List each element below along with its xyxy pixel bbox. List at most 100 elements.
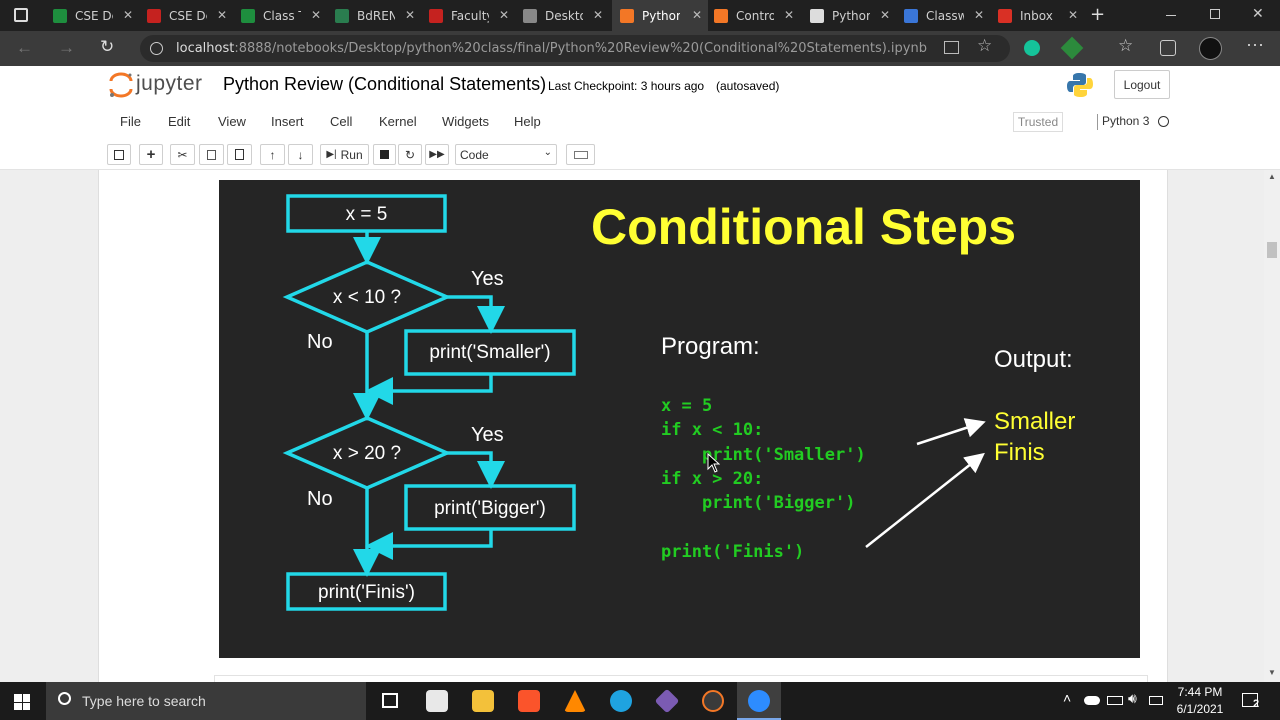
scroll-thumb[interactable] xyxy=(1267,242,1277,258)
tab-actions-icon[interactable] xyxy=(14,8,28,22)
menu-file[interactable]: File xyxy=(120,114,141,129)
run-button[interactable]: ▶|Run xyxy=(320,144,369,165)
browser-tab[interactable]: CSE De✕ xyxy=(139,0,233,31)
maximize-icon[interactable] xyxy=(1210,9,1220,19)
page-scrollbar[interactable]: ▲ ▼ xyxy=(1264,170,1280,682)
restart-button[interactable]: ↻ xyxy=(398,144,422,165)
program-label: Program: xyxy=(661,333,760,360)
onedrive-icon[interactable] xyxy=(1084,696,1100,705)
favorite-star-icon[interactable]: ☆ xyxy=(977,36,993,55)
restart-run-all-button[interactable]: ▶▶ xyxy=(425,144,449,165)
cell-type-select[interactable]: Code ⌄ xyxy=(455,144,557,165)
move-up-button[interactable]: ↑ xyxy=(260,144,285,165)
volume-icon[interactable]: 🔊︎ xyxy=(1128,690,1137,706)
logout-button[interactable]: Logout xyxy=(1114,70,1170,99)
reload-icon[interactable]: ↻ xyxy=(100,37,115,56)
visual-studio-icon[interactable] xyxy=(654,688,680,714)
tab-favicon-icon xyxy=(904,8,918,23)
browser-tab[interactable]: Contro✕ xyxy=(706,0,800,31)
browser-tab[interactable]: Class T✕ xyxy=(233,0,327,31)
command-palette-button[interactable] xyxy=(566,144,595,165)
address-input[interactable]: localhost:8888/notebooks/Desktop/python%… xyxy=(140,35,1010,62)
search-box[interactable]: Type here to search xyxy=(46,682,366,720)
menu-view[interactable]: View xyxy=(218,114,246,129)
tab-label: Inbox xyxy=(1020,8,1053,23)
file-explorer-icon[interactable] xyxy=(472,690,494,712)
task-view-icon[interactable] xyxy=(382,693,398,708)
menu-cell[interactable]: Cell xyxy=(330,114,353,129)
tab-favicon-icon xyxy=(429,8,443,23)
brave-icon[interactable] xyxy=(518,690,540,712)
back-icon[interactable]: ← xyxy=(16,38,33,57)
autosave-status: (autosaved) xyxy=(716,79,780,93)
tab-close-icon[interactable]: ✕ xyxy=(879,8,890,22)
tab-favicon-icon xyxy=(53,8,67,23)
tab-close-icon[interactable]: ✕ xyxy=(973,8,984,22)
browser-tab[interactable]: Faculty✕ xyxy=(421,0,515,31)
tray-chevron-icon[interactable]: ˄ xyxy=(1063,690,1072,706)
notebook-title[interactable]: Python Review (Conditional Statements) xyxy=(223,74,547,94)
edge-icon[interactable] xyxy=(610,690,632,712)
close-window-icon[interactable]: ✕ xyxy=(1252,5,1264,21)
browser-tab[interactable]: CSE De✕ xyxy=(45,0,139,31)
browser-tab[interactable]: Pythor✕ xyxy=(802,0,896,31)
zoom-app-button[interactable] xyxy=(737,682,781,720)
browser-tab[interactable]: Inbox ✕ xyxy=(990,0,1084,31)
new-tab-button[interactable]: + xyxy=(1090,4,1106,25)
favorites-icon[interactable]: ☆ xyxy=(1118,36,1134,55)
tab-close-icon[interactable]: ✕ xyxy=(404,8,415,22)
battery-icon[interactable] xyxy=(1107,696,1123,705)
forward-icon[interactable]: → xyxy=(58,38,75,57)
tab-favicon-icon xyxy=(810,8,824,23)
url-host: localhost xyxy=(176,41,235,56)
menu-kernel[interactable]: Kernel xyxy=(379,114,417,129)
refresh-icon: ↻ xyxy=(404,147,416,162)
notification-icon[interactable] xyxy=(1242,693,1258,707)
jupyter-logo-text[interactable]: jupyter xyxy=(136,72,203,95)
jupyter-logo-icon[interactable] xyxy=(108,71,134,99)
browser-tab[interactable]: Classw✕ xyxy=(896,0,990,31)
menu-edit[interactable]: Edit xyxy=(168,114,191,129)
cond2-text: x > 20 ? xyxy=(332,443,402,464)
collections-icon[interactable] xyxy=(1160,40,1176,56)
jupyter-app-icon[interactable] xyxy=(702,690,724,712)
browser-tab[interactable]: Pythor✕ xyxy=(612,0,708,31)
more-menu-icon[interactable]: ⋯ xyxy=(1246,35,1264,55)
tab-close-icon[interactable]: ✕ xyxy=(310,8,321,22)
start-button[interactable] xyxy=(14,694,30,710)
store-icon[interactable] xyxy=(426,690,448,712)
cut-button[interactable]: ✂ xyxy=(170,144,195,165)
tab-close-icon[interactable]: ✕ xyxy=(122,8,133,22)
copy-button[interactable] xyxy=(199,144,224,165)
tab-close-icon[interactable]: ✕ xyxy=(592,8,603,22)
tab-close-icon[interactable]: ✕ xyxy=(216,8,227,22)
browser-tab[interactable]: BdREN✕ xyxy=(327,0,421,31)
trusted-indicator[interactable]: Trusted xyxy=(1013,112,1063,132)
move-down-button[interactable]: ↓ xyxy=(288,144,313,165)
extension-icon[interactable] xyxy=(1060,36,1084,60)
menu-widgets[interactable]: Widgets xyxy=(442,114,489,129)
tab-close-icon[interactable]: ✕ xyxy=(1067,8,1078,22)
save-button[interactable] xyxy=(107,144,131,165)
tab-close-icon[interactable]: ✕ xyxy=(783,8,794,22)
read-mode-icon[interactable] xyxy=(944,41,959,54)
vlc-icon[interactable] xyxy=(564,690,586,712)
keyboard-tray-icon[interactable] xyxy=(1149,696,1163,705)
kernel-name[interactable]: Python 3 xyxy=(1102,114,1150,128)
insert-cell-button[interactable]: + xyxy=(139,144,163,165)
menu-insert[interactable]: Insert xyxy=(271,114,304,129)
browser-tab[interactable]: Deskto✕ xyxy=(515,0,609,31)
interrupt-button[interactable] xyxy=(373,144,396,165)
tab-close-icon[interactable]: ✕ xyxy=(498,8,509,22)
tab-close-icon[interactable]: ✕ xyxy=(691,8,702,22)
clock-time[interactable]: 7:44 PM xyxy=(1177,685,1223,699)
paste-button[interactable] xyxy=(227,144,252,165)
clock-date[interactable]: 6/1/2021 xyxy=(1176,702,1224,716)
scroll-up-icon[interactable]: ▲ xyxy=(1268,172,1276,181)
menu-help[interactable]: Help xyxy=(514,114,541,129)
info-icon[interactable] xyxy=(150,42,163,55)
grammarly-icon[interactable] xyxy=(1024,40,1040,56)
profile-avatar[interactable] xyxy=(1199,37,1222,60)
minimize-icon[interactable] xyxy=(1166,15,1176,16)
scroll-down-icon[interactable]: ▼ xyxy=(1268,668,1276,677)
